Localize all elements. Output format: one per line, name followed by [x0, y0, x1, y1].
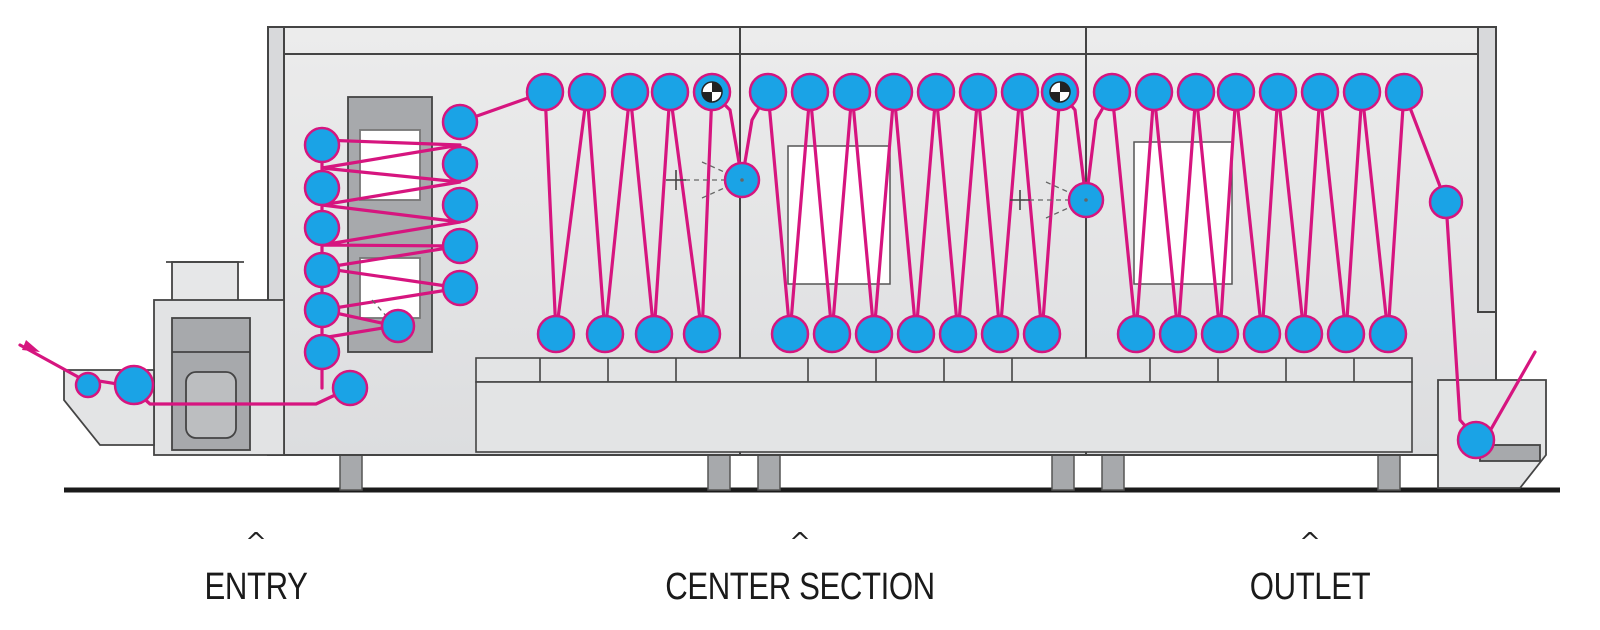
roller-icon: [1092, 72, 1132, 112]
roller-icon: [1200, 314, 1240, 354]
web-exit: [1402, 90, 1537, 447]
center-section-marker: ^: [789, 528, 811, 558]
roller-icon: [1158, 314, 1198, 354]
roller-icon: [441, 103, 479, 141]
roller-icon: [536, 314, 576, 354]
web-festoon: [320, 138, 462, 390]
machine-legs: [339, 451, 1401, 491]
entry-label: ENTRY: [204, 566, 308, 608]
outlet-marker: ^: [1299, 528, 1321, 558]
roller-icon: [1368, 314, 1408, 354]
entry-unit: [63, 261, 285, 456]
roller-icon: [303, 209, 341, 247]
roller-icon: [980, 314, 1020, 354]
roller-icon: [380, 308, 416, 344]
roller-icon: [1300, 72, 1340, 112]
roller-icon: [1216, 72, 1256, 112]
lower-cabinets: [475, 357, 1413, 453]
roller-icon: [441, 227, 479, 265]
roller-icon: [585, 314, 625, 354]
roller-icon: [303, 169, 341, 207]
accumulator-cabinet: [347, 96, 433, 353]
dancer-centres: [740, 178, 1088, 202]
entry-marker: ^: [245, 528, 267, 558]
driven-rollers: [692, 72, 1080, 112]
roller-icon: [634, 314, 674, 354]
infeed-arrow-icon: [22, 340, 40, 352]
roller-icon: [1022, 314, 1062, 354]
roller-icon: [1384, 72, 1424, 112]
roller-icon: [650, 72, 690, 112]
roller-icon: [1000, 72, 1040, 112]
roller-icon: [113, 364, 155, 406]
roller-icon: [303, 251, 341, 289]
roller-icon: [748, 72, 788, 112]
roller-icon: [854, 314, 894, 354]
roller-icon: [896, 314, 936, 354]
roller-icon: [441, 186, 479, 224]
roller-icon: [1134, 72, 1174, 112]
roller-icon: [812, 314, 852, 354]
roller-icon: [525, 72, 565, 112]
roller-icon: [682, 314, 722, 354]
roller-icon: [770, 314, 810, 354]
roller-icon: [1342, 72, 1382, 112]
roller-icon: [303, 333, 341, 371]
outlet-label: OUTLET: [1249, 566, 1371, 608]
pivot-marks: [666, 170, 1030, 210]
roller-icon: [938, 314, 978, 354]
roller-icon: [331, 369, 369, 407]
roller-icon: [916, 72, 956, 112]
roller-icon: [790, 72, 830, 112]
driven-roller-icon: [692, 72, 732, 112]
roller-icon: [1176, 72, 1216, 112]
roller-icon: [1116, 314, 1156, 354]
roller-icon: [832, 72, 872, 112]
driven-roller-icon: [1040, 72, 1080, 112]
roller-icon: [441, 269, 479, 307]
roller-icon: [1284, 314, 1324, 354]
roller-icon: [1258, 72, 1298, 112]
roller-icon: [303, 126, 341, 164]
roller-icon: [74, 371, 102, 399]
roller-icon: [1326, 314, 1366, 354]
roller-icon: [441, 145, 479, 183]
roller-icon: [874, 72, 914, 112]
roller-icon: [1428, 184, 1464, 220]
center-section-label: CENTER SECTION: [665, 566, 935, 608]
roller-icon: [958, 72, 998, 112]
roller-icon: [303, 291, 341, 329]
roller-icon: [610, 72, 650, 112]
roller-icon: [567, 72, 607, 112]
roller-icon: [1456, 420, 1496, 460]
roller-icon: [1242, 314, 1282, 354]
rollers: [74, 72, 1496, 460]
